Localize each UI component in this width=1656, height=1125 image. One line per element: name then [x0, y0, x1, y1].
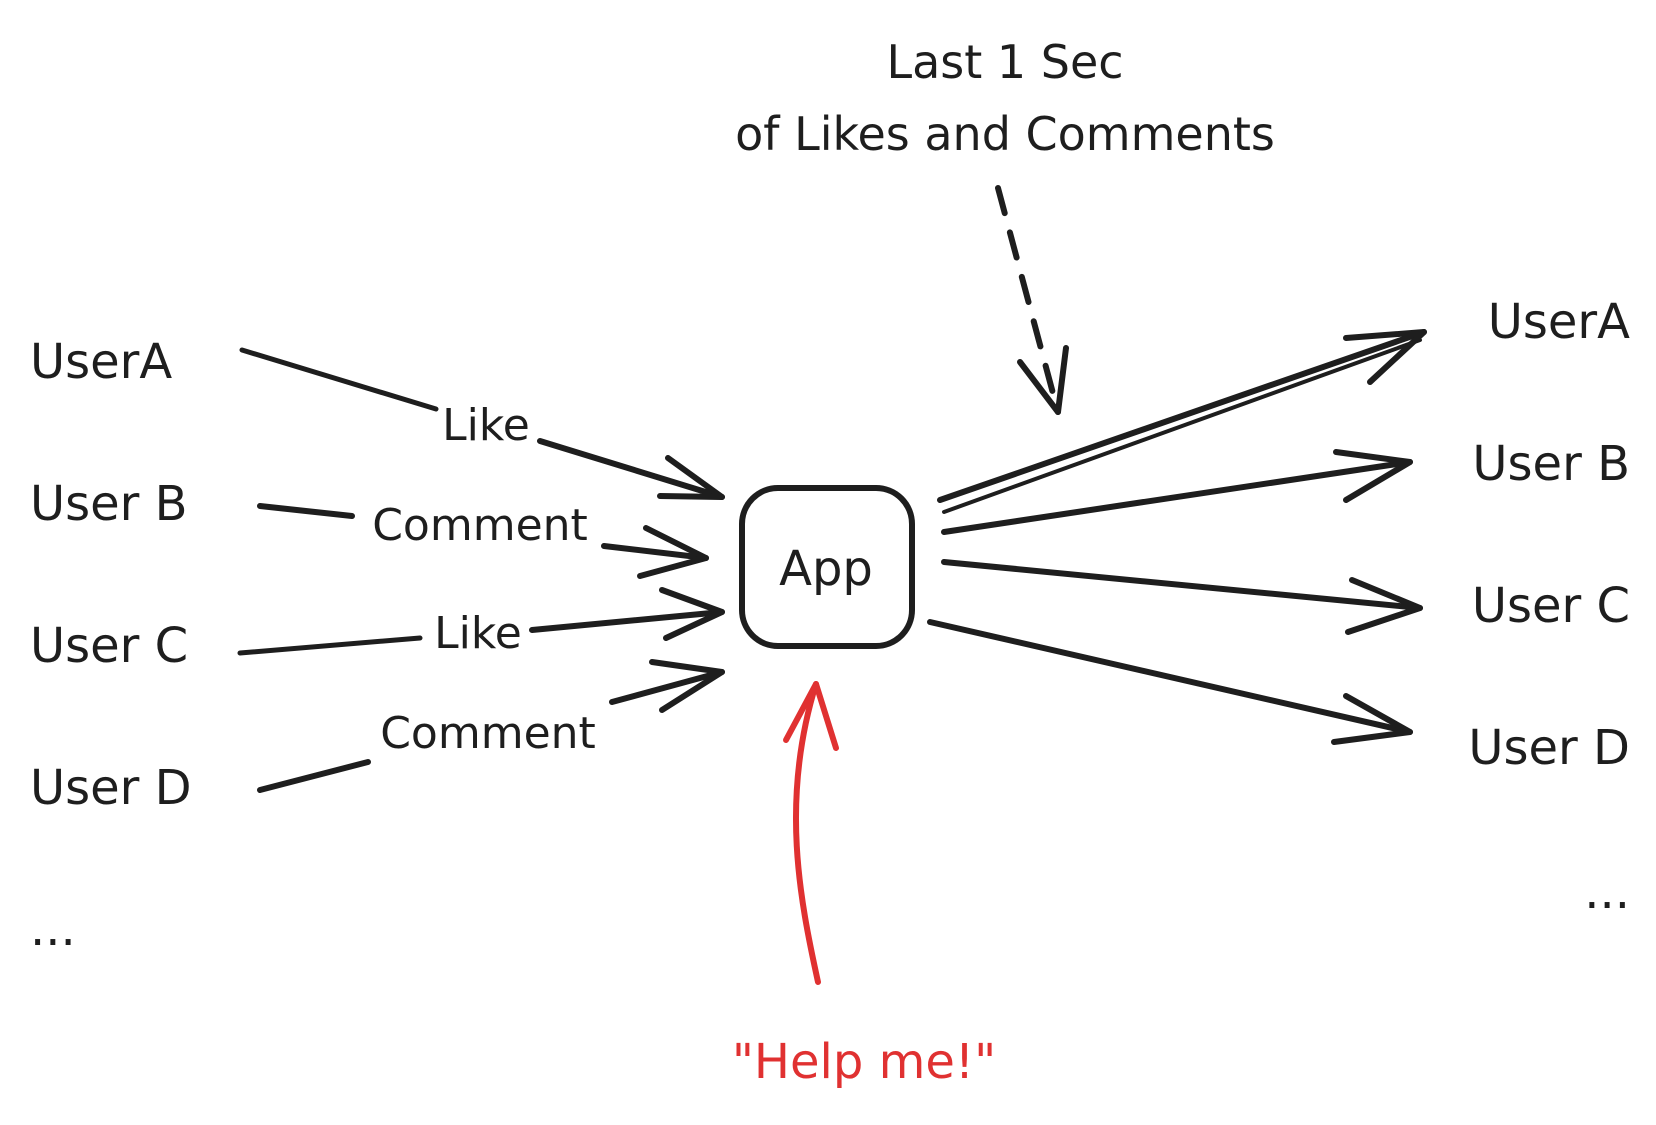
arrow-sender-a: [239, 347, 725, 500]
arrow-receiver-a: [937, 329, 1427, 514]
edge-label-comment-b: Comment: [372, 500, 588, 551]
arrow-sender-d: [257, 659, 725, 793]
note-dashed-arrow: [995, 185, 1069, 415]
sender-user-a: UserA: [30, 334, 172, 390]
edge-label-comment-d: Comment: [380, 708, 596, 759]
arrow-receiver-b: [941, 449, 1413, 535]
sender-user-b: User B: [30, 476, 188, 532]
edge-label-like-c: Like: [434, 608, 522, 659]
receiver-user-b: User B: [1472, 436, 1630, 492]
sender-user-c: User C: [30, 618, 188, 674]
arrow-receiver-d: [927, 619, 1413, 745]
sender-ellipsis: ...: [30, 901, 76, 957]
app-node: [739, 485, 915, 649]
edge-label-like-a: Like: [442, 400, 530, 451]
receiver-user-d: User D: [1468, 720, 1630, 776]
arrow-sender-c: [237, 587, 725, 656]
help-arrow: [783, 681, 839, 985]
app-label: App: [779, 541, 873, 597]
note-line-1: Last 1 Sec: [886, 35, 1123, 89]
receiver-user-c: User C: [1472, 578, 1630, 634]
sender-user-d: User D: [30, 760, 192, 816]
receiver-user-a: UserA: [1488, 294, 1630, 350]
note-line-2: of Likes and Comments: [735, 107, 1275, 161]
receiver-ellipsis: ...: [1584, 864, 1630, 920]
arrow-receiver-c: [941, 559, 1423, 635]
arrow-sender-b: [257, 503, 709, 579]
help-label: "Help me!": [732, 1034, 996, 1090]
